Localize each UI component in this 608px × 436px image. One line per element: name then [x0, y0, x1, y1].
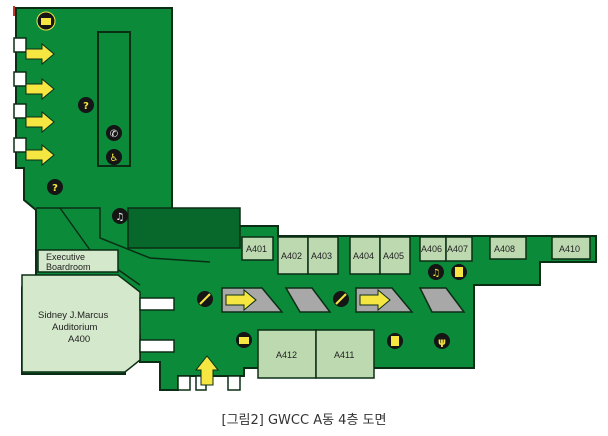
elevator-icon	[451, 264, 467, 280]
info-icon: ?	[78, 97, 94, 113]
camera-icon	[36, 11, 56, 31]
camera-icon	[236, 332, 252, 348]
room-a405	[379, 236, 411, 275]
svg-text:♫: ♫	[116, 212, 125, 223]
phone-icon: ✆	[106, 125, 122, 141]
label-a406: A406	[421, 244, 442, 254]
left-wall-notches	[13, 37, 27, 153]
label-a401: A401	[246, 244, 267, 254]
arrow-icon	[359, 288, 391, 312]
room-a411	[315, 329, 375, 379]
escalator-4	[418, 287, 466, 313]
svg-text:ψ: ψ	[438, 337, 446, 348]
arrow-icon	[25, 42, 55, 66]
service-area	[127, 207, 241, 249]
room-a403	[307, 236, 339, 275]
facility-icons: ? ✆ ♿ ? ♫ ♫	[36, 11, 467, 349]
label-a410: A410	[559, 244, 580, 254]
phone-accessible-icon: ♿	[106, 149, 122, 165]
arrow-icon	[25, 77, 55, 101]
svg-text:?: ?	[83, 101, 89, 112]
no-smoking-icon	[197, 291, 213, 307]
arrow-icon	[225, 288, 257, 312]
label-auditorium-3: A400	[68, 334, 90, 345]
arrow-icon	[194, 355, 220, 386]
arrows	[25, 42, 391, 386]
label-a412: A412	[276, 350, 297, 360]
room-a406	[419, 236, 447, 262]
no-smoking-icon	[333, 291, 349, 307]
label-a407: A407	[447, 244, 468, 254]
restroom-icon: ♫	[112, 208, 128, 224]
room-a407	[445, 236, 473, 262]
room-auditorium-a400	[21, 274, 141, 373]
svg-text:♿: ♿	[110, 153, 119, 164]
label-a411: A411	[334, 350, 354, 360]
label-executive-1: Executive	[46, 252, 85, 262]
dining-icon: ψ	[434, 333, 450, 349]
label-auditorium-2: Auditorium	[52, 322, 97, 333]
room-a410	[551, 236, 591, 260]
svg-text:♫: ♫	[432, 268, 441, 279]
info-icon: ?	[47, 179, 63, 195]
restroom-icon: ♫	[428, 264, 444, 280]
room-executive-boardroom	[37, 249, 119, 273]
door-2	[139, 339, 175, 353]
label-a408: A408	[494, 244, 515, 254]
label-a403: A403	[311, 251, 332, 261]
room-a402	[277, 236, 309, 275]
interior-wall	[36, 207, 211, 263]
arrow-icon	[25, 110, 55, 134]
label-a402: A402	[281, 251, 302, 261]
door-1	[139, 297, 175, 311]
central-column	[97, 31, 131, 167]
rooms-north	[241, 236, 591, 275]
label-a405: A405	[383, 251, 404, 261]
figure-caption: [그림2] GWCC A동 4층 도면	[221, 413, 387, 428]
svg-text:✆: ✆	[110, 129, 118, 140]
floor-plan-map: A401 A402 A403 A404 A405 A406 A407 A408 …	[13, 6, 597, 391]
escalator-2	[284, 287, 332, 313]
room-a404	[349, 236, 381, 275]
label-auditorium-1: Sidney J.Marcus	[38, 310, 108, 321]
label-executive-2: Boardroom	[46, 262, 91, 272]
arrow-icon	[25, 143, 55, 167]
room-a401	[241, 236, 274, 261]
elevator-icon	[387, 333, 403, 349]
room-a408	[489, 236, 527, 260]
label-a404: A404	[353, 251, 374, 261]
svg-text:?: ?	[52, 183, 58, 194]
